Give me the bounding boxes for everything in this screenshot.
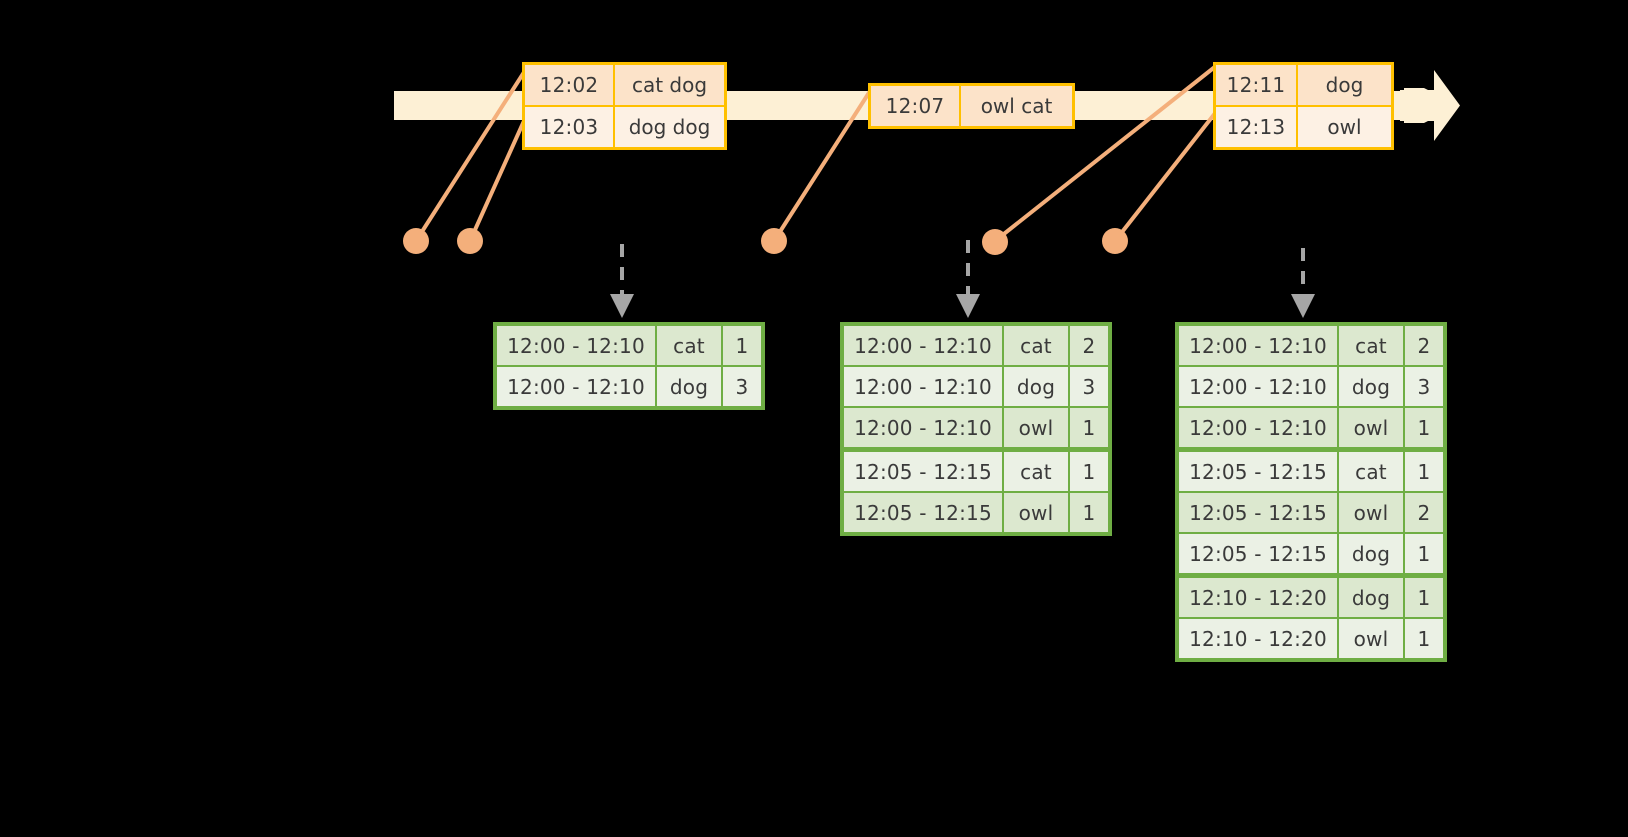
cell-count: 3	[721, 367, 761, 406]
event-row[interactable]: 12:11 dog	[1216, 65, 1391, 105]
cell-key: cat	[655, 326, 721, 365]
event-group-1[interactable]: 12:02 cat dog 12:03 dog dog	[522, 62, 727, 150]
cell-count: 1	[721, 326, 761, 365]
cell-count: 1	[1068, 408, 1108, 447]
cell-key: cat	[1337, 326, 1403, 365]
connector-5	[1113, 110, 1218, 243]
event-time: 12:03	[525, 107, 615, 147]
cell-count: 1	[1068, 493, 1108, 532]
cell-key: owl	[1002, 408, 1068, 447]
event-row[interactable]: 12:07 owl cat	[871, 86, 1072, 126]
event-group-3[interactable]: 12:11 dog 12:13 owl	[1213, 62, 1394, 150]
cell-count: 1	[1403, 578, 1443, 617]
cell-window: 12:00 - 12:10	[1189, 415, 1327, 440]
cell-window: 12:00 - 12:10	[854, 415, 992, 440]
down-arrow-2	[956, 240, 980, 318]
event-values: owl	[1327, 115, 1362, 139]
cell-window: 12:00 - 12:10	[507, 374, 645, 399]
dot-1	[403, 228, 429, 254]
cell-count: 3	[1068, 367, 1108, 406]
cell-count: 2	[1403, 326, 1443, 365]
cell-count: 1	[1068, 452, 1108, 491]
cell-key: owl	[1337, 493, 1403, 532]
cell-key: cat	[1002, 326, 1068, 365]
dot-4	[982, 229, 1008, 255]
dot-2	[457, 228, 483, 254]
event-time: 12:13	[1216, 107, 1298, 147]
event-row[interactable]: 12:02 cat dog	[525, 65, 724, 105]
cell-count: 1	[1403, 619, 1443, 658]
event-values: owl cat	[980, 94, 1053, 118]
cell-window: 12:10 - 12:20	[1189, 626, 1327, 651]
event-group-2[interactable]: 12:07 owl cat	[868, 83, 1075, 129]
event-values: dog dog	[628, 115, 711, 139]
cell-key: dog	[655, 367, 721, 406]
cell-count: 1	[1403, 408, 1443, 447]
cell-key: cat	[1337, 452, 1403, 491]
cell-count: 2	[1068, 326, 1108, 365]
cell-window: 12:00 - 12:10	[1189, 374, 1327, 399]
dot-3	[761, 228, 787, 254]
cell-window: 12:00 - 12:10	[507, 333, 645, 358]
cell-key: cat	[1002, 452, 1068, 491]
event-row[interactable]: 12:13 owl	[1216, 105, 1391, 147]
down-arrow-3	[1291, 248, 1315, 318]
cell-window: 12:05 - 12:15	[1189, 541, 1327, 566]
cell-count: 1	[1403, 534, 1443, 573]
cell-window: 12:00 - 12:10	[854, 333, 992, 358]
timeline-arrowhead	[1400, 70, 1460, 141]
cell-window: 12:05 - 12:15	[1189, 500, 1327, 525]
cell-count: 3	[1403, 367, 1443, 406]
cell-window: 12:00 - 12:10	[1189, 333, 1327, 358]
cell-window: 12:05 - 12:15	[854, 500, 992, 525]
connector-2	[468, 111, 530, 242]
cell-key: dog	[1337, 367, 1403, 406]
cell-window: 12:10 - 12:20	[1189, 585, 1327, 610]
event-row[interactable]: 12:03 dog dog	[525, 105, 724, 147]
cell-window: 12:00 - 12:10	[854, 374, 992, 399]
cell-count: 2	[1403, 493, 1443, 532]
cell-window: 12:05 - 12:15	[854, 459, 992, 484]
cell-key: owl	[1337, 408, 1403, 447]
cell-key: dog	[1002, 367, 1068, 406]
event-values: dog	[1325, 73, 1364, 97]
event-time: 12:07	[871, 86, 961, 126]
event-time: 12:02	[525, 65, 615, 105]
cell-key: owl	[1002, 493, 1068, 532]
event-values: cat dog	[631, 73, 708, 97]
cell-window: 12:05 - 12:15	[1189, 459, 1327, 484]
cell-count: 1	[1403, 452, 1443, 491]
event-time: 12:11	[1216, 65, 1298, 105]
down-arrow-1	[610, 244, 634, 318]
dot-5	[1102, 228, 1128, 254]
cell-key: dog	[1337, 578, 1403, 617]
cell-key: owl	[1337, 619, 1403, 658]
cell-key: dog	[1337, 534, 1403, 573]
